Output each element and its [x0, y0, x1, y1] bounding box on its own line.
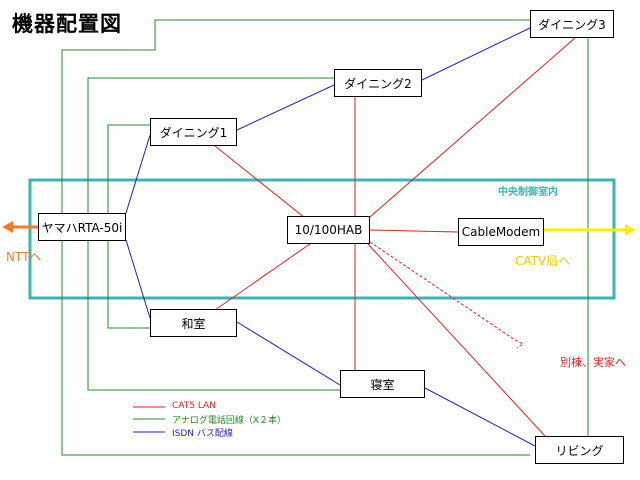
ntt-label: NTTへ: [6, 250, 42, 264]
node-router: ヤマハRTA-50i: [38, 213, 126, 241]
isdn-lines: [125, 27, 536, 447]
legend-label-isdn: ISDN バス配線: [172, 429, 233, 439]
node-living: リビング: [535, 436, 624, 464]
control-room-border: [28, 178, 616, 300]
catv-label: CATV局へ: [515, 254, 571, 268]
ntt-arrow: [2, 221, 38, 233]
legend-label-phone: アナログ電話回線（X２本）: [172, 416, 286, 426]
isdn-router-washitsu: [125, 239, 151, 319]
isdn-shinshitsu-living: [424, 387, 536, 447]
isdn-dining2-dining3: [421, 27, 531, 81]
annex-label: 別棟、実家へ: [560, 356, 626, 369]
lan-hub-cablemodem: [369, 229, 459, 233]
lan-hub-living: [354, 229, 546, 437]
control-room-label: 中央制御室内: [498, 187, 558, 198]
lan-lines: [214, 37, 576, 437]
node-washitsu: 和室: [150, 309, 237, 337]
page-title: 機器配置図: [12, 12, 122, 36]
catv-arrow: [544, 224, 636, 236]
legend-label-lan: CAT5 LAN: [172, 401, 216, 411]
node-shinshitsu: 寝室: [340, 370, 425, 398]
isdn-router-dining1: [125, 134, 151, 214]
lan-hub-annex: [369, 241, 524, 349]
node-dining3: ダイニング3: [530, 10, 614, 38]
node-dining2: ダイニング2: [334, 69, 422, 97]
isdn-washitsu-shinshitsu: [236, 321, 341, 386]
lan-hub-dining3: [354, 37, 576, 231]
node-hub: 10/100HAB: [287, 216, 370, 244]
node-dining1: ダイニング1: [150, 118, 237, 146]
isdn-dining1-dining2: [236, 84, 335, 131]
node-cablemodem: CableModem: [458, 218, 544, 246]
phone-line-dining3: [61, 19, 530, 456]
